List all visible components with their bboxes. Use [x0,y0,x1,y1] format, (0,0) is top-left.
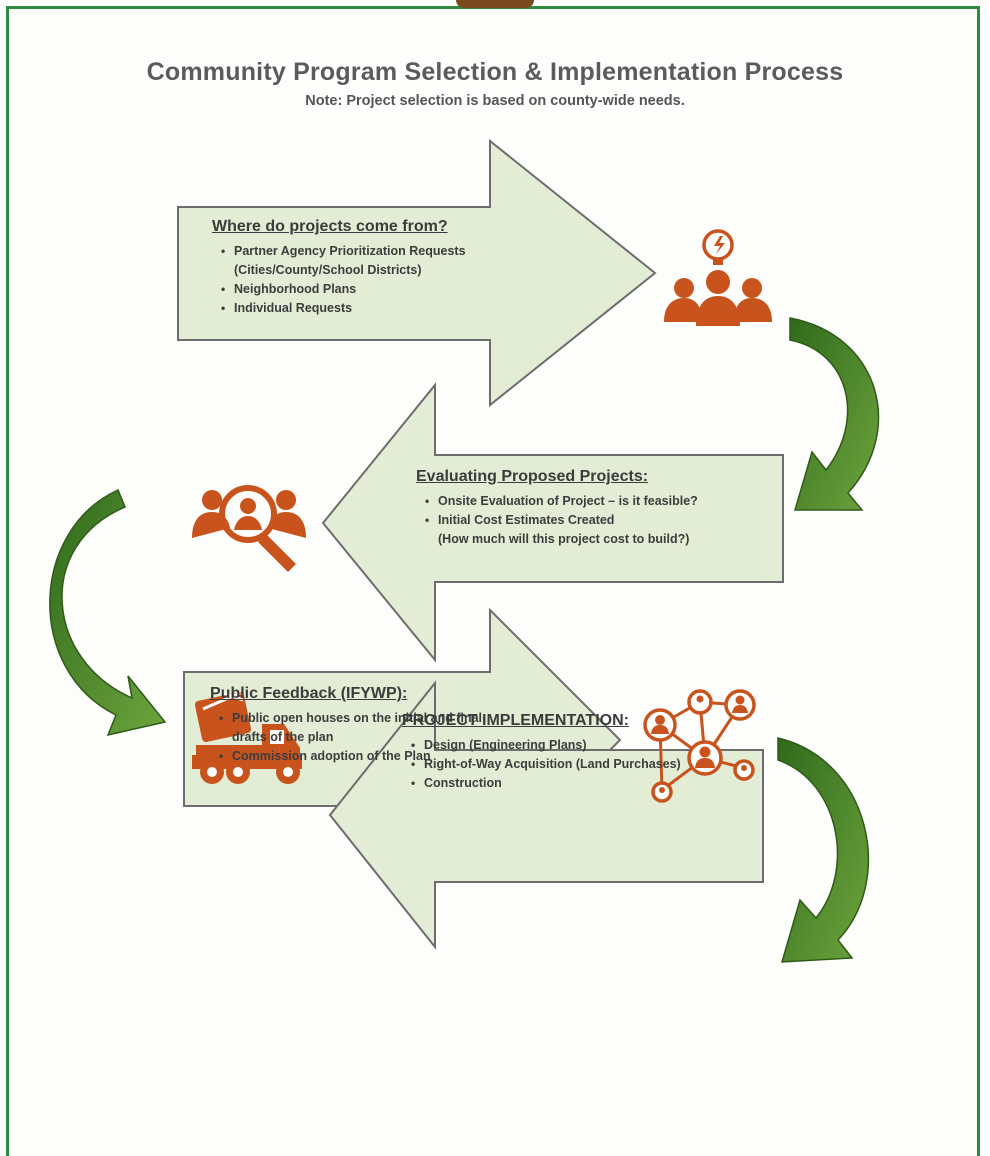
list-item: Onsite Evaluation of Project – is it fea… [425,492,781,511]
step-list: Design (Engineering Plans) Right-of-Way … [402,736,762,793]
step-project-implementation: PROJECT IMPLEMENTATION: Design (Engineer… [402,712,762,793]
list-item: drafts of the plan [232,730,334,744]
step-heading: PROJECT IMPLEMENTATION: [402,712,629,729]
curve-arrow-3 [777,737,869,963]
lightbulb-people-icon [664,229,772,326]
list-item: Commission adoption of the Plan [219,747,510,766]
step-heading: Public Feedback (IFYWP): [210,685,408,702]
header-decoration [456,0,534,8]
curve-arrow-1 [789,317,880,511]
step-list: Public open houses on the initial and fi… [210,709,510,766]
step-list: Onsite Evaluation of Project – is it fea… [416,492,781,549]
page-title: Community Program Selection & Implementa… [146,58,844,86]
list-item: Construction [411,774,762,793]
step-heading: Evaluating Proposed Projects: [416,468,649,485]
curve-arrow-2 [49,488,167,737]
list-item: Right-of-Way Acquisition (Land Purchases… [411,755,762,774]
arrow-step-1 [177,138,657,408]
list-item: Initial Cost Estimates Created [425,511,781,530]
list-item: Individual Requests [221,299,532,318]
step-public-feedback: Public Feedback (IFYWP): Public open hou… [210,685,510,766]
list-item: Design (Engineering Plans) [411,736,762,755]
list-item: (How much will this project cost to buil… [438,532,690,546]
step-list: Partner Agency Prioritization Requests (… [212,242,532,318]
list-item: Neighborhood Plans [221,280,532,299]
step-heading: Where do projects come from? [212,218,448,235]
step-where-projects-come-from: Where do projects come from? Partner Age… [212,218,532,318]
step-evaluating-projects: Evaluating Proposed Projects: Onsite Eva… [416,468,781,549]
list-item: (Cities/County/School Districts) [234,263,422,277]
magnifier-people-icon [192,485,306,572]
list-item: Partner Agency Prioritization Requests [221,242,532,261]
page-note: Note: Project selection is based on coun… [305,93,685,109]
list-item: Public open houses on the initial and fi… [219,709,510,728]
